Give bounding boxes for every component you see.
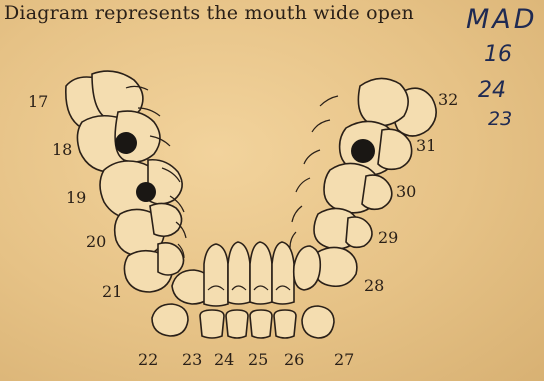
anterior-lower-row <box>152 304 334 338</box>
tooth-number-21: 21 <box>102 282 122 301</box>
tooth-number-31: 31 <box>416 136 436 155</box>
tooth-25-outer <box>250 310 272 338</box>
tooth-23-outer <box>200 310 224 338</box>
tooth-number-18: 18 <box>52 140 72 159</box>
tooth-number-28: 28 <box>364 276 384 295</box>
tooth-number-20: 20 <box>86 232 106 251</box>
tooth-24-outer <box>226 310 248 338</box>
tooth-26-crown <box>272 242 294 304</box>
tooth-number-27: 27 <box>334 350 354 369</box>
tooth-number-24: 24 <box>214 350 234 369</box>
left-molar-group <box>66 71 186 292</box>
tooth-25-crown <box>250 242 272 304</box>
tooth-23-crown <box>204 244 228 306</box>
tooth-number-25: 25 <box>248 350 268 369</box>
tooth-26-outer <box>274 310 296 338</box>
tooth-30b-shape <box>362 175 392 209</box>
tooth-21b-shape <box>158 243 184 275</box>
tooth-number-23: 23 <box>182 350 202 369</box>
anterior-crowns <box>172 242 320 306</box>
cavity-mark-18 <box>115 132 137 154</box>
tooth-22-outer <box>152 304 188 336</box>
cavity-mark-31 <box>351 139 375 163</box>
tooth-number-17: 17 <box>28 92 48 111</box>
tooth-number-30: 30 <box>396 182 416 201</box>
tooth-24-crown <box>228 242 250 304</box>
tooth-32b-shape <box>358 78 408 125</box>
tooth-number-22: 22 <box>138 350 158 369</box>
tooth-number-32: 32 <box>438 90 458 109</box>
tooth-number-26: 26 <box>284 350 304 369</box>
tooth-27-crown <box>294 246 321 290</box>
tooth-29b-shape <box>346 217 372 247</box>
tooth-27-outer <box>302 306 334 338</box>
tooth-20b-shape <box>150 203 182 236</box>
tooth-number-19: 19 <box>66 188 86 207</box>
cavity-mark-19 <box>136 182 156 202</box>
tooth-number-29: 29 <box>378 228 398 247</box>
